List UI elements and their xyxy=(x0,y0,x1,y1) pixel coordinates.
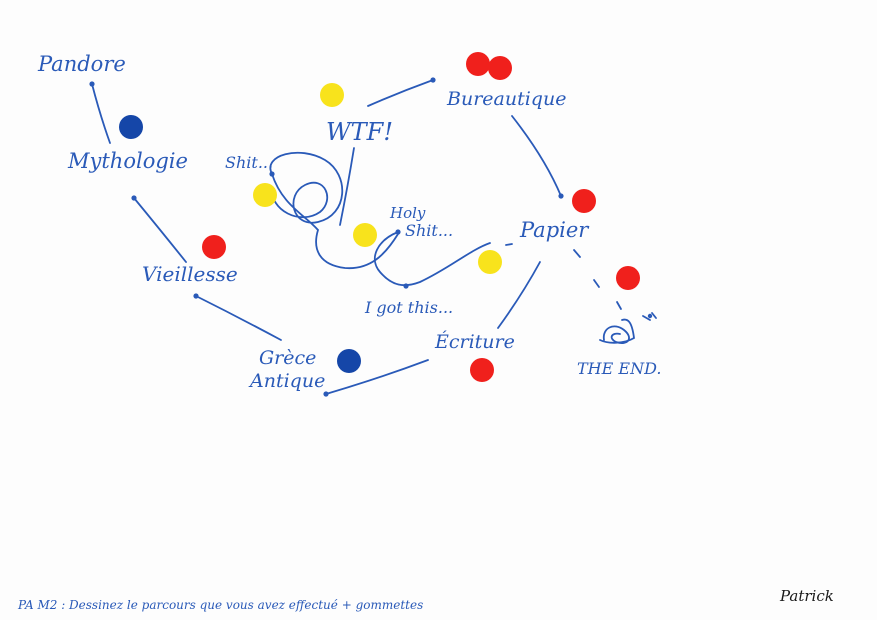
label-mythologie: Mythologie xyxy=(67,149,188,173)
sticker-blue-2 xyxy=(337,349,361,373)
label-vieillesse: Vieillesse xyxy=(142,262,238,286)
footer-instruction: PA M2 : Dessinez le parcours que vous av… xyxy=(17,598,423,612)
dash-4 xyxy=(616,301,622,310)
stickers xyxy=(119,52,640,382)
label-the-end: THE END. xyxy=(577,359,661,378)
label-ecriture: Écriture xyxy=(434,330,515,353)
line-grece-ecriture xyxy=(325,359,429,395)
path-lines xyxy=(89,77,622,397)
line-holy-papier xyxy=(374,231,491,287)
label-shit: Shit... xyxy=(225,153,273,172)
dot-mythologie xyxy=(131,195,137,201)
labels: Pandore Mythologie Vieillesse Grèce Anti… xyxy=(37,52,661,392)
sticker-red-4 xyxy=(202,235,226,259)
label-grece-line2: Antique xyxy=(248,370,325,392)
sticker-red-1 xyxy=(466,52,490,76)
sticker-red-3 xyxy=(572,189,596,213)
sticker-yellow-4 xyxy=(478,250,502,274)
dash-2 xyxy=(573,249,581,258)
dot-papier xyxy=(558,193,564,199)
label-pandore: Pandore xyxy=(37,52,126,76)
line-bureautique-papier xyxy=(511,115,562,197)
scribble-loop xyxy=(269,151,399,269)
dot-holy xyxy=(395,229,401,235)
dash-3 xyxy=(593,279,600,288)
dot-grece xyxy=(323,391,329,397)
label-grece-line1: Grèce xyxy=(259,347,316,369)
line-bureautique-wtf xyxy=(367,79,434,107)
sticker-red-2 xyxy=(488,56,512,80)
label-wtf: WTF! xyxy=(326,118,393,146)
line-ecriture-papier xyxy=(497,261,541,329)
signature: Patrick xyxy=(779,587,834,605)
line-pandore-mythologie xyxy=(91,83,111,144)
poop-doodle-icon xyxy=(599,312,657,344)
label-got-this: I got this... xyxy=(364,298,453,317)
sticker-yellow-2 xyxy=(253,183,277,207)
sticker-red-6 xyxy=(470,358,494,382)
dot-bureautique xyxy=(430,77,436,83)
sticker-blue-1 xyxy=(119,115,143,139)
line-vieillesse-grece xyxy=(195,295,282,341)
sticker-yellow-1 xyxy=(320,83,344,107)
label-holy-line1: Holy xyxy=(389,204,426,222)
line-mythologie-vieillesse xyxy=(133,197,187,263)
dash-1 xyxy=(505,243,513,246)
dot-shit xyxy=(269,171,275,177)
sticker-red-5 xyxy=(616,266,640,290)
dot-vieillesse xyxy=(193,293,199,299)
label-papier: Papier xyxy=(519,218,590,242)
label-bureautique: Bureautique xyxy=(446,88,566,110)
dot-pandore xyxy=(89,81,95,87)
line-wtf-down xyxy=(339,147,355,226)
label-holy-line2: Shit... xyxy=(405,221,453,240)
sticker-yellow-3 xyxy=(353,223,377,247)
dot-got-this xyxy=(403,283,409,289)
